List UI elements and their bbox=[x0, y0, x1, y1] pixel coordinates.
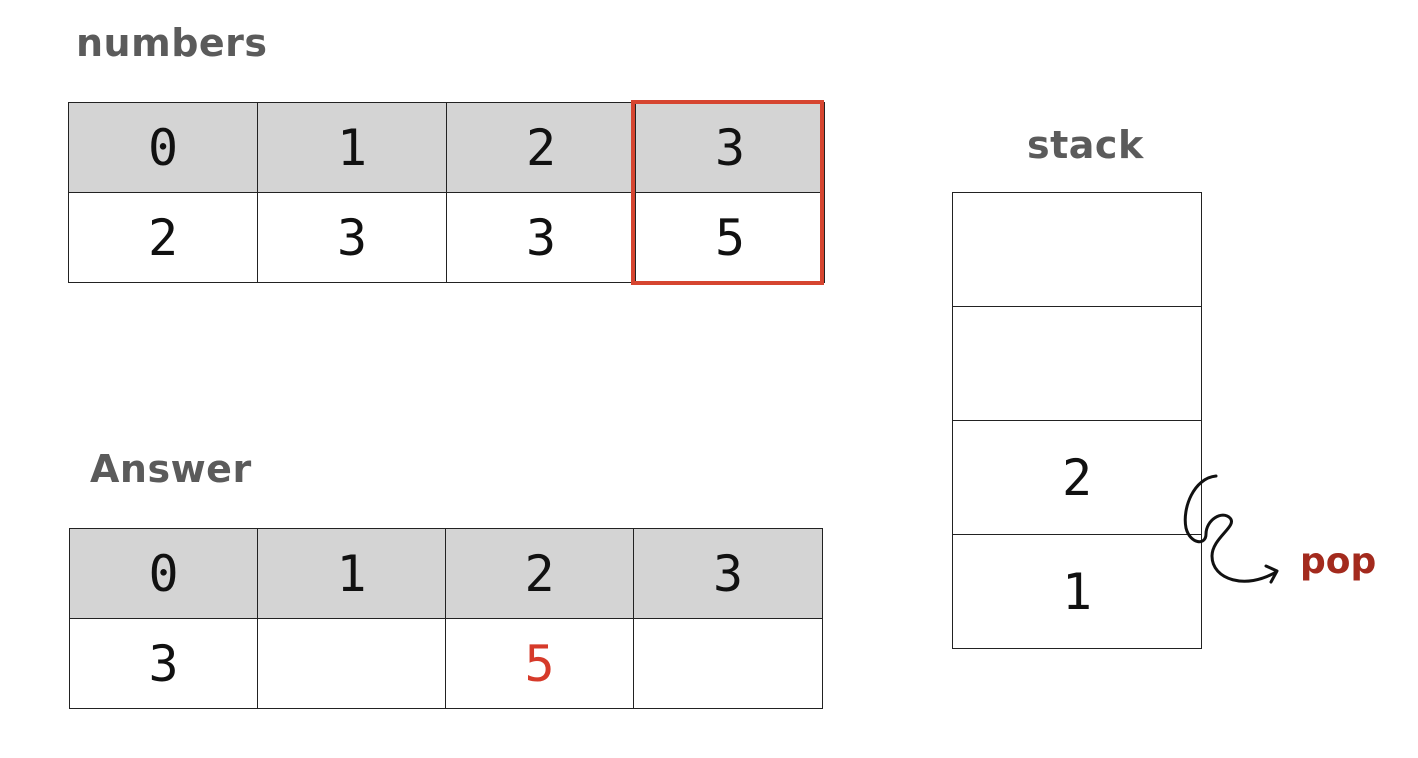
answer-index-cell: 1 bbox=[257, 528, 446, 619]
stack-slot bbox=[952, 192, 1202, 307]
numbers-value-cell: 3 bbox=[446, 192, 636, 283]
answer-title: Answer bbox=[90, 447, 252, 491]
stack-slot bbox=[952, 306, 1202, 421]
curly-arrow-icon bbox=[1183, 474, 1279, 584]
stack-slot-top: 2 bbox=[952, 420, 1202, 535]
numbers-value-row: 2 3 3 5 bbox=[68, 192, 825, 283]
pop-label: pop bbox=[1300, 541, 1377, 582]
answer-value-cell: 3 bbox=[69, 618, 258, 709]
answer-value-cell bbox=[633, 618, 823, 709]
numbers-index-cell: 0 bbox=[68, 102, 258, 193]
numbers-title: numbers bbox=[76, 21, 268, 65]
answer-value-row: 3 5 bbox=[69, 618, 823, 709]
answer-index-row: 0 1 2 3 bbox=[69, 528, 823, 619]
answer-index-cell: 2 bbox=[445, 528, 634, 619]
stack-slot: 1 bbox=[952, 534, 1202, 649]
answer-value-cell-highlighted: 5 bbox=[445, 618, 634, 709]
numbers-index-cell: 1 bbox=[257, 102, 447, 193]
answer-value-cell bbox=[257, 618, 446, 709]
stack-container: 2 1 bbox=[952, 192, 1202, 649]
numbers-value-cell: 3 bbox=[257, 192, 447, 283]
answer-index-cell: 0 bbox=[69, 528, 258, 619]
answer-table: 0 1 2 3 3 5 bbox=[69, 528, 823, 709]
stack-title: stack bbox=[1027, 123, 1144, 167]
current-index-highlight bbox=[631, 100, 824, 285]
numbers-index-cell: 3 bbox=[635, 102, 825, 193]
answer-index-cell: 3 bbox=[633, 528, 823, 619]
numbers-value-cell: 2 bbox=[68, 192, 258, 283]
numbers-index-cell: 2 bbox=[446, 102, 636, 193]
numbers-table: 0 1 2 3 2 3 3 5 bbox=[68, 102, 825, 283]
numbers-index-row: 0 1 2 3 bbox=[68, 102, 825, 193]
